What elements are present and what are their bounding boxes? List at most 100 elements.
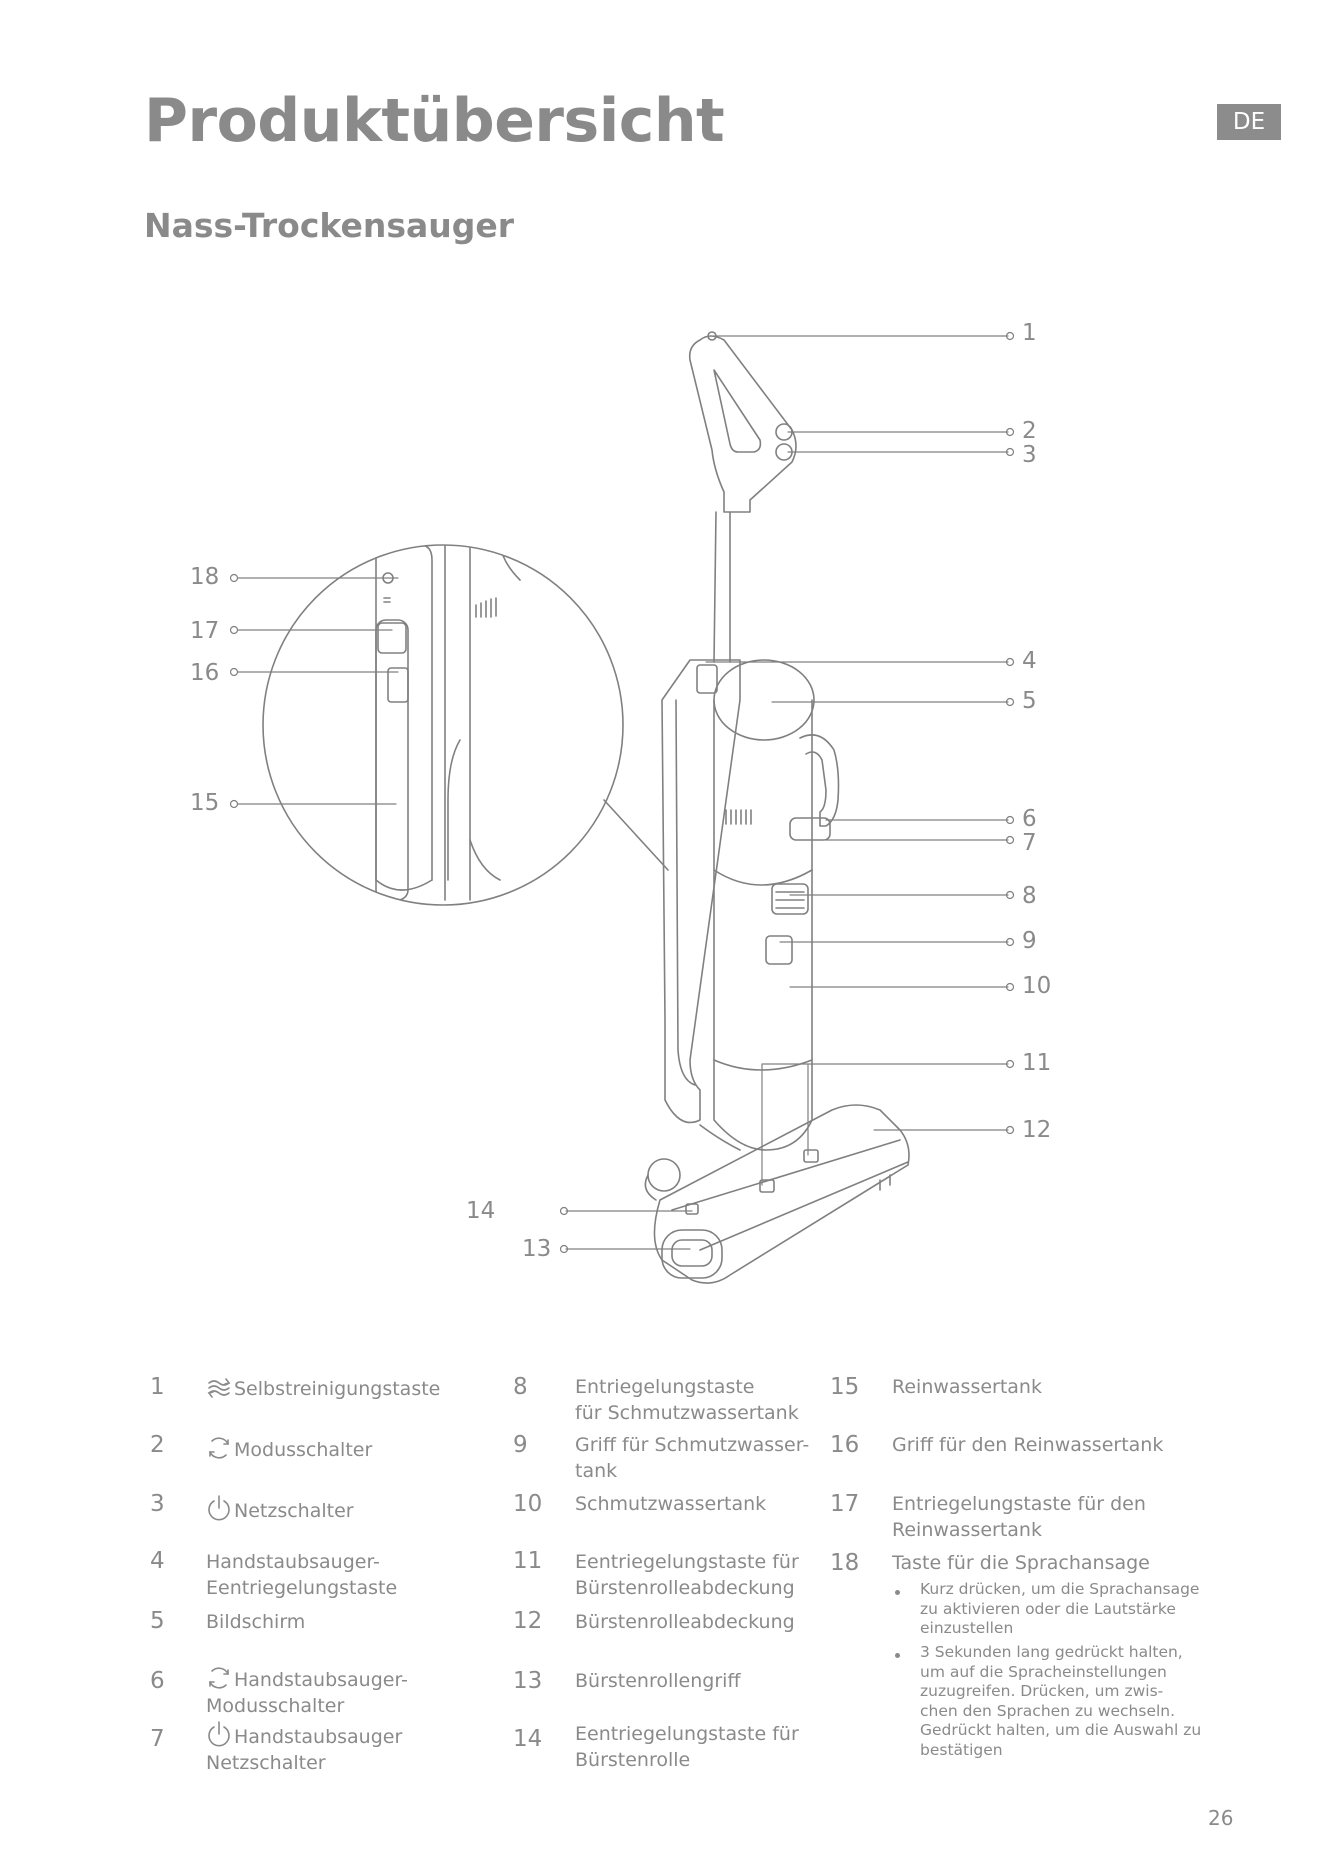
- bullet-line: chen den Sprachen zu wechseln.: [920, 1701, 1176, 1720]
- legend-number: 13: [513, 1668, 543, 1694]
- mode-icon: [209, 1437, 229, 1459]
- bullet-line: Gedrückt halten, um die Auswahl zu: [920, 1721, 1202, 1739]
- voice-bullet-2: 3 Sekunden lang gedrückt halten, um auf …: [920, 1643, 1220, 1760]
- legend-label-line: Handstaubsauger: [234, 1726, 403, 1748]
- body: [661, 659, 840, 1151]
- legend-item-self-clean: Selbstreinigungstaste: [206, 1376, 440, 1402]
- legend-number: 1: [150, 1374, 165, 1400]
- callout-1: 1: [1022, 320, 1037, 346]
- mode-icon: [209, 1667, 229, 1689]
- legend-item-dirty-tank-release: Entriegelungstaste für Schmutzwassertank: [575, 1374, 799, 1426]
- page-title: Produktübersicht: [144, 86, 725, 156]
- self-clean-icon: [207, 1378, 231, 1398]
- legend-label: Netzschalter: [234, 1500, 354, 1522]
- bullet-dot: [895, 1653, 900, 1658]
- legend-label-line: Bürstenrolle: [575, 1749, 691, 1771]
- legend-item-brush-handle: Bürstenrollengriff: [575, 1670, 741, 1692]
- legend-label-line: Netzschalter: [206, 1752, 326, 1774]
- legend-label: Modusschalter: [234, 1439, 373, 1461]
- power-icon: [208, 1721, 230, 1747]
- language-badge: DE: [1217, 104, 1281, 140]
- callout-12: 12: [1022, 1117, 1052, 1143]
- callout-15: 15: [190, 790, 220, 816]
- callout-8: 8: [1022, 883, 1037, 909]
- legend-number: 18: [830, 1550, 860, 1576]
- callout-10: 10: [1022, 973, 1052, 999]
- legend-item-handheld-release: Handstaubsauger- Eentriegelungstaste: [206, 1549, 397, 1601]
- legend-item-brush-cover: Bürstenrolleabdeckung: [575, 1611, 795, 1633]
- legend-item-dirty-tank-handle: Griff für Schmutzwasser-tank: [575, 1432, 809, 1484]
- bullet-line: um auf die Spracheinstellungen: [920, 1662, 1167, 1681]
- product-diagram: [229, 331, 1015, 1284]
- legend-number: 14: [513, 1726, 543, 1752]
- voice-bullet-1: Kurz drücken, um die Sprachansage zu akt…: [920, 1580, 1220, 1639]
- legend-label-line: Bürstenrolleabdeckung: [575, 1577, 795, 1599]
- legend-number: 3: [150, 1491, 165, 1517]
- bullet-dot: [895, 1590, 900, 1595]
- power-icon: [208, 1495, 230, 1521]
- callout-6: 6: [1022, 806, 1037, 832]
- bullet-line: bestätigen: [920, 1740, 1003, 1759]
- legend-label-line: Griff für Schmutzwasser-: [575, 1434, 810, 1456]
- legend-item-handheld-mode: Handstaubsauger- Modusschalter: [206, 1665, 408, 1719]
- legend-label-line: Entriegelungstaste für den: [892, 1493, 1146, 1515]
- callout-9: 9: [1022, 928, 1037, 954]
- callout-11: 11: [1022, 1050, 1052, 1076]
- legend-number: 7: [150, 1726, 165, 1752]
- tube: [713, 511, 731, 663]
- callout-14: 14: [466, 1198, 496, 1224]
- legend-item-dirty-tank: Schmutzwassertank: [575, 1493, 767, 1515]
- legend-label-line: Eentriegelungstaste: [206, 1577, 398, 1599]
- leader-lines: [229, 331, 1015, 1254]
- handle: [688, 331, 797, 513]
- legend-label-line: Handstaubsauger-: [206, 1551, 380, 1573]
- legend-label-line: Entriegelungstaste: [575, 1376, 755, 1398]
- legend-label: Selbstreinigungstaste: [234, 1378, 441, 1400]
- page-number: 26: [1208, 1806, 1234, 1830]
- legend-label-line: Reinwassertank: [892, 1519, 1042, 1541]
- callout-18: 18: [190, 564, 220, 590]
- legend-item-display: Bildschirm: [206, 1611, 306, 1633]
- legend-label-line: Handstaubsauger-: [234, 1669, 408, 1691]
- section-subtitle: Nass-Trockensauger: [144, 206, 515, 245]
- bullet-line: einzustellen: [920, 1619, 1014, 1637]
- callout-17: 17: [190, 618, 220, 644]
- callout-7: 7: [1022, 830, 1037, 856]
- bullet-line: Kurz drücken, um die Sprachansage: [920, 1580, 1200, 1598]
- legend-number: 8: [513, 1374, 528, 1400]
- legend-item-clean-tank: Reinwassertank: [892, 1376, 1042, 1398]
- legend-number: 2: [150, 1432, 165, 1458]
- legend-number: 6: [150, 1668, 165, 1694]
- floor-head: [644, 1104, 910, 1284]
- legend-item-voice-button: Taste für die Sprachansage: [892, 1552, 1150, 1574]
- callout-2: 2: [1022, 418, 1037, 444]
- legend-number: 17: [830, 1491, 860, 1517]
- legend-number: 15: [830, 1374, 860, 1400]
- legend-number: 4: [150, 1548, 165, 1574]
- callout-13: 13: [522, 1236, 552, 1262]
- legend-item-mode-switch: Modusschalter: [206, 1435, 372, 1463]
- zoom-detail: [262, 544, 669, 906]
- legend-number: 10: [513, 1491, 543, 1517]
- callout-4: 4: [1022, 648, 1037, 674]
- legend-number: 5: [150, 1608, 165, 1634]
- legend-label-line: für Schmutzwassertank: [575, 1402, 799, 1424]
- legend-label-line: tank: [575, 1460, 618, 1482]
- bullet-line: zuzugreifen. Drücken, um zwis-: [920, 1682, 1164, 1700]
- legend-number: 16: [830, 1432, 860, 1458]
- callout-5: 5: [1022, 688, 1037, 714]
- legend-number: 9: [513, 1432, 528, 1458]
- callout-16: 16: [190, 660, 220, 686]
- bullet-line: zu aktivieren oder die Lautstärke: [920, 1599, 1176, 1618]
- legend-label-line: Modusschalter: [206, 1695, 345, 1717]
- legend-item-clean-tank-handle: Griff für den Reinwassertank: [892, 1434, 1164, 1456]
- legend-label-line: Eentriegelungstaste für: [575, 1551, 799, 1573]
- legend-number: 11: [513, 1548, 543, 1574]
- callout-3: 3: [1022, 442, 1037, 468]
- legend-label-line: Eentriegelungstaste für: [575, 1723, 799, 1745]
- bullet-line: 3 Sekunden lang gedrückt halten,: [920, 1643, 1183, 1661]
